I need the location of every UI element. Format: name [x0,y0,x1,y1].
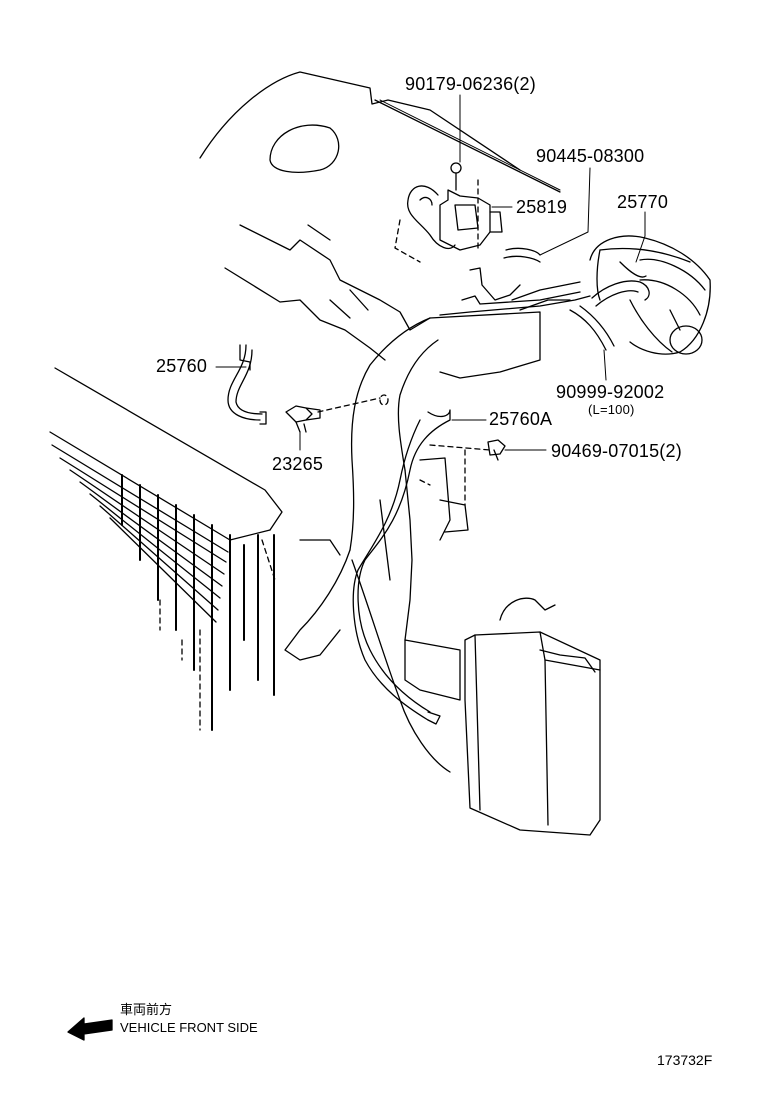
hose-25770 [591,261,650,307]
canister-box [404,597,601,836]
hose-25760a [352,409,451,725]
intake-duct [284,311,541,773]
vsv-assembly [394,162,503,263]
part-label-90999: 90999-92002 [556,382,665,402]
part-label-25760a: 25760A [489,409,553,429]
part-note-length: (L=100) [588,402,635,417]
part-label-90445: 90445-08300 [536,146,645,166]
clip-90469 [487,439,506,461]
legend-english: VEHICLE FRONT SIDE [120,1020,258,1035]
bracket-rail [439,267,591,316]
reference-dashes [159,394,491,731]
diagram-reference-code: 173732F [657,1052,713,1068]
part-label-23265: 23265 [272,454,324,474]
air-intake [589,235,711,355]
radiator-fins [121,474,275,731]
engine-cover-outline [199,71,561,361]
hose-90999 [569,305,615,351]
sensor-23265 [285,405,321,433]
left-arrow-icon [67,1017,113,1041]
hose-25760 [227,344,267,425]
hose-90445 [503,247,541,263]
radiator [49,367,283,623]
leader-lines [215,94,646,451]
part-label-25819: 25819 [516,197,568,217]
part-label-25770: 25770 [617,192,669,212]
legend-japanese: 車両前方 [120,1002,173,1017]
part-label-90179: 90179-06236(2) [405,74,536,94]
part-label-90469: 90469-07015(2) [551,441,682,461]
part-label-25760: 25760 [156,356,208,376]
